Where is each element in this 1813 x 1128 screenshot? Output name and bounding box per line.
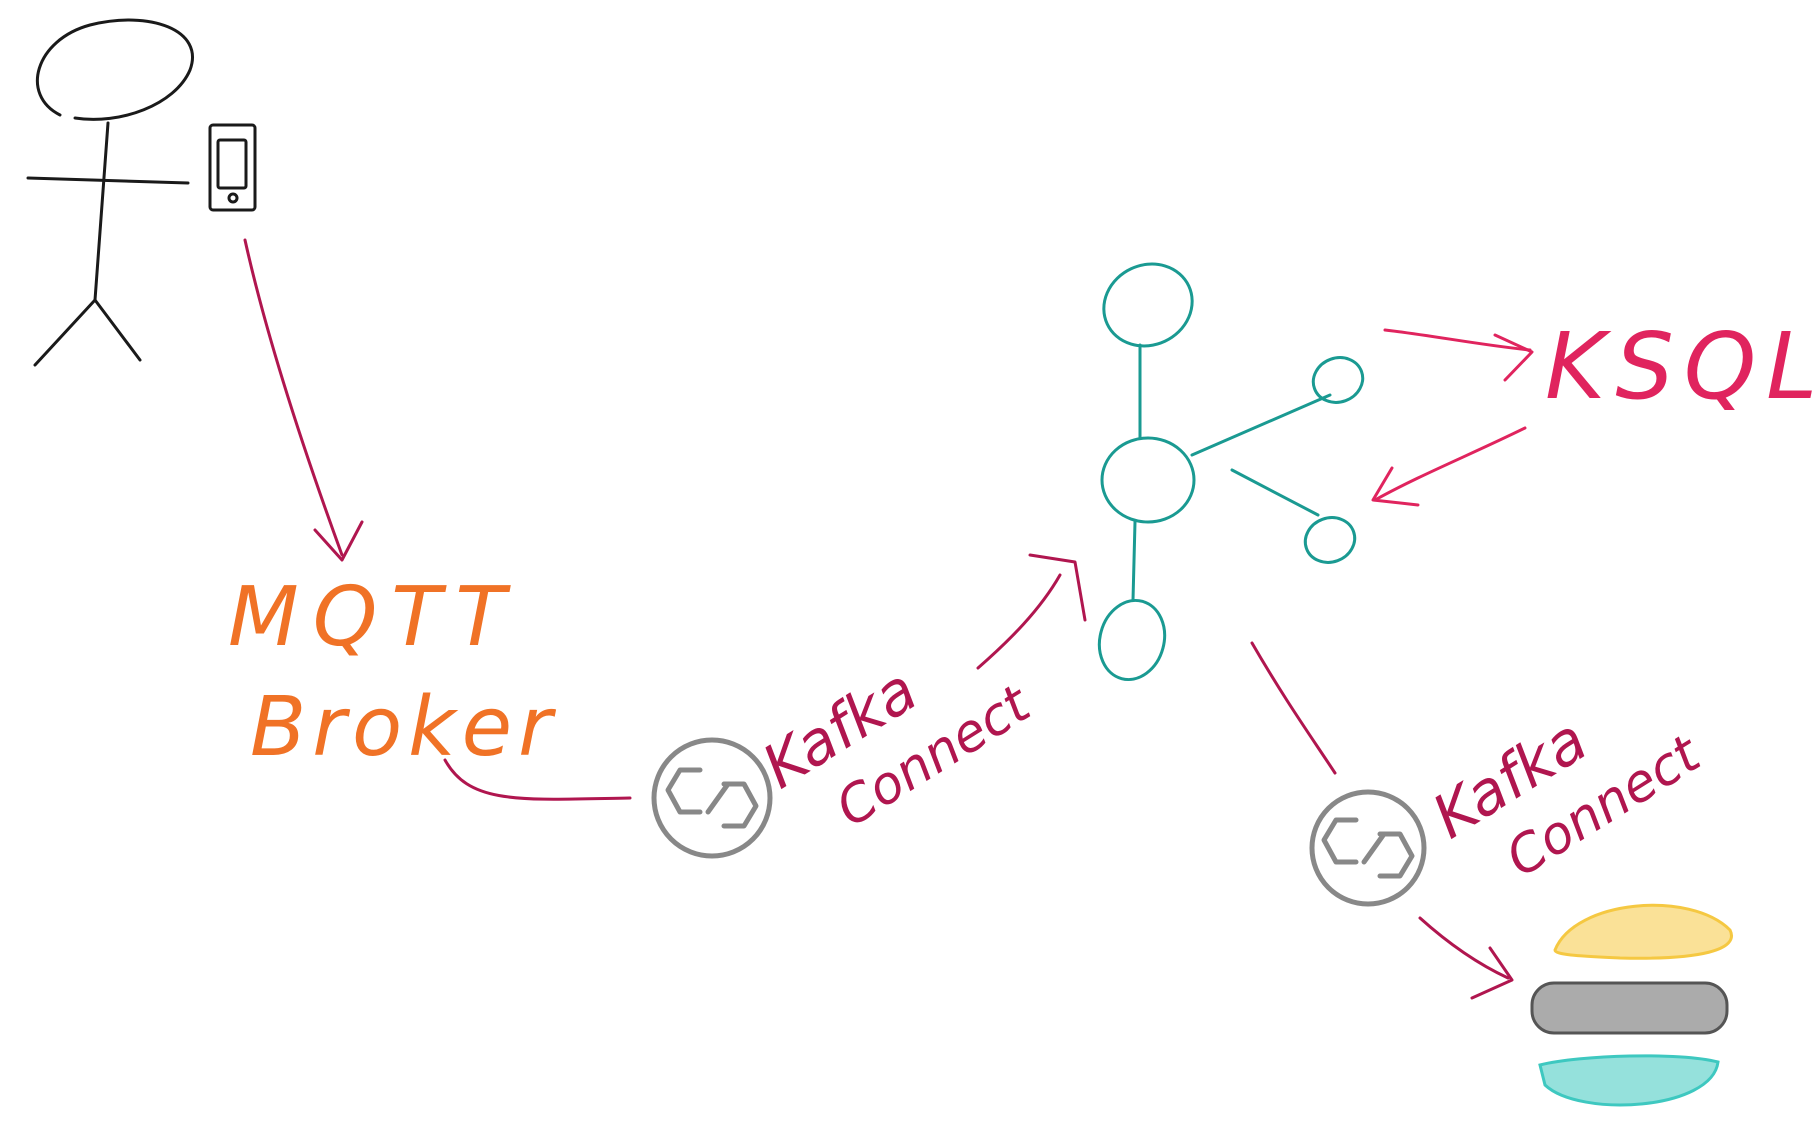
- stick-figure-icon: [26, 18, 194, 367]
- line-cluster-to-connect: [1250, 641, 1337, 775]
- kafka-connect-left-label: Kafka Connect: [751, 655, 1042, 839]
- arrow-cluster-to-ksql: [1383, 328, 1534, 382]
- arrow-phone-to-mqtt: [243, 238, 364, 562]
- database-top-layer: [1553, 903, 1733, 960]
- arrow-connect-to-cluster: [976, 553, 1087, 670]
- database-bottom-layer: [1538, 1054, 1720, 1107]
- kafka-connect-icon: [651, 737, 773, 859]
- database-stack-icon: [1530, 903, 1733, 1107]
- mqtt-broker-label: MQTT Broker: [228, 570, 558, 775]
- kafka-cluster-icon: [1097, 262, 1365, 682]
- broker-label: Broker: [250, 680, 558, 775]
- mqtt-label: MQTT: [228, 570, 519, 665]
- line-mqtt-to-connect: [443, 758, 632, 801]
- kafka-connect-right-label: Kafka Connect: [1421, 705, 1712, 889]
- smartphone-icon: [208, 123, 257, 212]
- arrow-connect-to-database: [1418, 916, 1514, 1000]
- kafka-connect-icon: [1309, 789, 1427, 907]
- ksql-label: KSQL: [1545, 313, 1813, 420]
- arrow-ksql-to-cluster: [1371, 426, 1527, 507]
- database-middle-layer: [1530, 981, 1729, 1035]
